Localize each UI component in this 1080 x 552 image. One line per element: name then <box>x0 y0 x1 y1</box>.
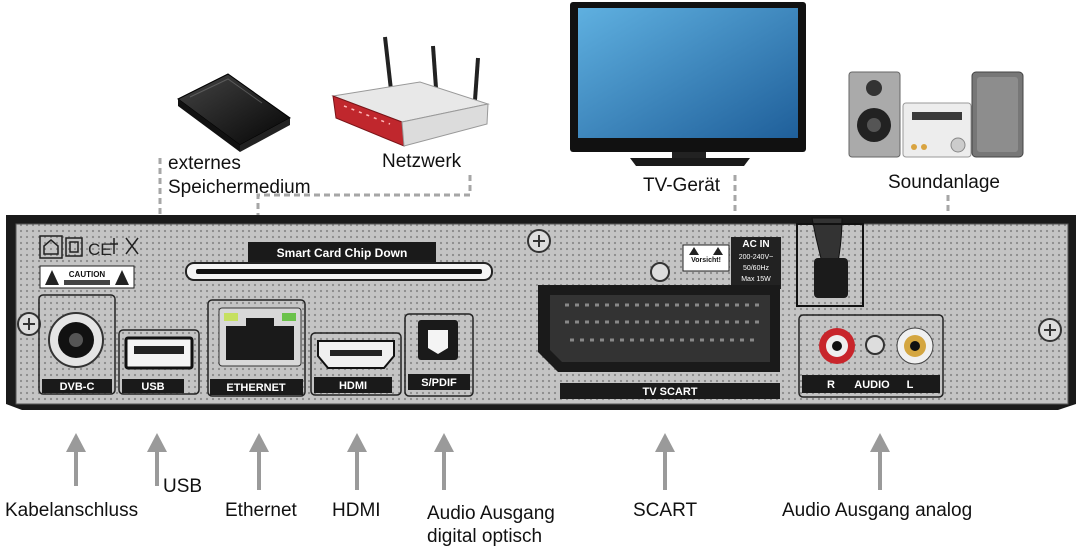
label-storage-line2: Speichermedium <box>168 177 311 198</box>
label-network: Netzwerk <box>382 151 462 172</box>
scart-port-label: TV SCART <box>643 386 698 398</box>
label-cable: Kabelanschluss <box>5 500 139 521</box>
ac-voltage-text: 200-240V~ <box>739 254 773 261</box>
sound-system-device <box>848 71 1024 158</box>
arrow-audio-analog <box>870 433 890 490</box>
label-usb: USB <box>163 476 203 497</box>
label-scart: SCART <box>633 500 698 521</box>
connector-network-ethernet <box>256 175 472 305</box>
ac-freq-text: 50/60Hz <box>743 265 770 272</box>
smart-card-slot[interactable]: Smart Card Chip Down <box>185 242 493 281</box>
label-storage-line1: externes <box>168 153 241 174</box>
warning-text: Vorsicht! <box>691 257 721 264</box>
power-cable <box>796 217 864 307</box>
arrow-ethernet <box>249 433 269 490</box>
audio-r-label: R <box>827 379 835 391</box>
port-hdmi[interactable]: HDMI <box>310 332 402 396</box>
label-audio-digital-line2: digital optisch <box>427 526 543 547</box>
label-sound: Soundanlage <box>888 172 1000 193</box>
usb-port-label: USB <box>141 381 164 393</box>
label-hdmi: HDMI <box>332 500 381 521</box>
spdif-port-label: S/PDIF <box>421 377 457 389</box>
arrow-spdif <box>434 433 454 490</box>
bottom-arrows <box>66 433 890 490</box>
port-audio-analog[interactable]: R AUDIO L <box>798 314 944 398</box>
label-tv: TV-Gerät <box>643 175 721 196</box>
receiver-back-panel: CE CAUTION Smart Card Chip Down Vorsicht… <box>6 215 1076 410</box>
ac-info-label: Vorsicht! AC IN 200-240V~ 50/60Hz Max 15… <box>682 237 781 289</box>
caution-label: CAUTION <box>39 265 135 289</box>
audio-l-label: L <box>907 379 914 391</box>
port-ethernet[interactable]: ETHERNET <box>207 299 306 397</box>
port-scart[interactable]: TV SCART <box>538 285 780 399</box>
hdmi-port-label: HDMI <box>339 380 367 392</box>
audio-label: AUDIO <box>854 379 890 391</box>
port-spdif[interactable]: S/PDIF <box>404 313 474 397</box>
tv-device <box>570 2 806 166</box>
dvbc-port-label: DVB-C <box>60 381 95 393</box>
ac-in-text: AC IN <box>742 239 769 250</box>
external-storage-device <box>177 73 291 152</box>
label-audio-analog: Audio Ausgang analog <box>782 500 973 521</box>
arrow-hdmi <box>347 433 367 490</box>
caution-text: CAUTION <box>69 270 106 279</box>
arrow-scart <box>655 433 675 490</box>
smart-card-label: Smart Card Chip Down <box>277 246 408 260</box>
label-audio-digital-line1: Audio Ausgang <box>427 503 555 524</box>
arrow-cable <box>66 433 86 486</box>
ethernet-port-label: ETHERNET <box>226 382 286 394</box>
compliance-icons: CE <box>39 235 139 259</box>
port-usb[interactable]: USB <box>118 329 200 395</box>
router-device <box>331 36 490 147</box>
label-ethernet: Ethernet <box>225 500 297 521</box>
arrow-usb <box>147 433 167 486</box>
port-dvb-c[interactable]: DVB-C <box>38 294 116 395</box>
ac-power-text: Max 15W <box>741 276 771 283</box>
svg-text:CE: CE <box>88 240 112 259</box>
